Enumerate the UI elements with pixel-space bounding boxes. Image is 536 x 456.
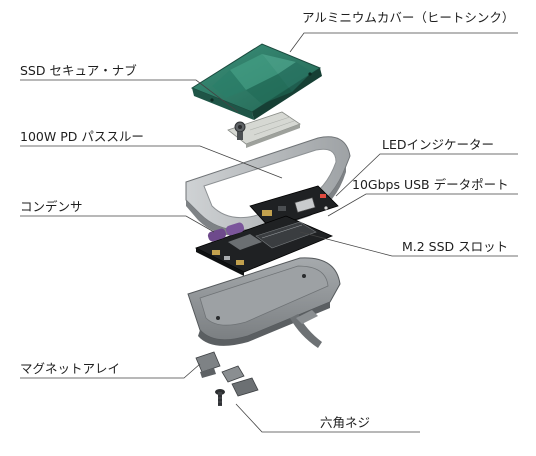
label-led: LEDインジケーター [382,137,494,152]
magnet-array [195,351,259,397]
hex-screw [215,389,225,406]
label-m2-slot: M.2 SSD スロット [402,239,509,254]
leader-capacitor [20,215,215,233]
leader-lines [20,32,518,433]
leader-hex-screw [235,403,420,433]
main-pcb [194,215,334,276]
leader-led [335,153,518,197]
leader-ssd-nub [20,79,239,113]
leader-m2-slot [299,231,518,257]
leader-pd-passthrough [20,145,283,179]
label-capacitor: コンデンサ [20,199,83,214]
heatsink-cover [190,43,322,120]
leader-usb-port [327,193,518,217]
label-usb-port: 10Gbps USB データポート [352,177,509,192]
label-magnets: マグネットアレイ [20,361,121,376]
label-ssd-nub: SSD セキュア・ナブ [20,63,137,78]
ssd-nub [227,111,301,148]
label-heatsink: アルミニウムカバー（ヒートシンク） [302,10,515,25]
usb-board [249,185,339,229]
label-pd-passthrough: 100W PD パススルー [20,129,144,144]
label-hex-screw: 六角ネジ [320,415,371,430]
leader-magnets [20,363,201,379]
leader-heatsink [289,32,518,53]
bottom-shell [187,257,341,348]
